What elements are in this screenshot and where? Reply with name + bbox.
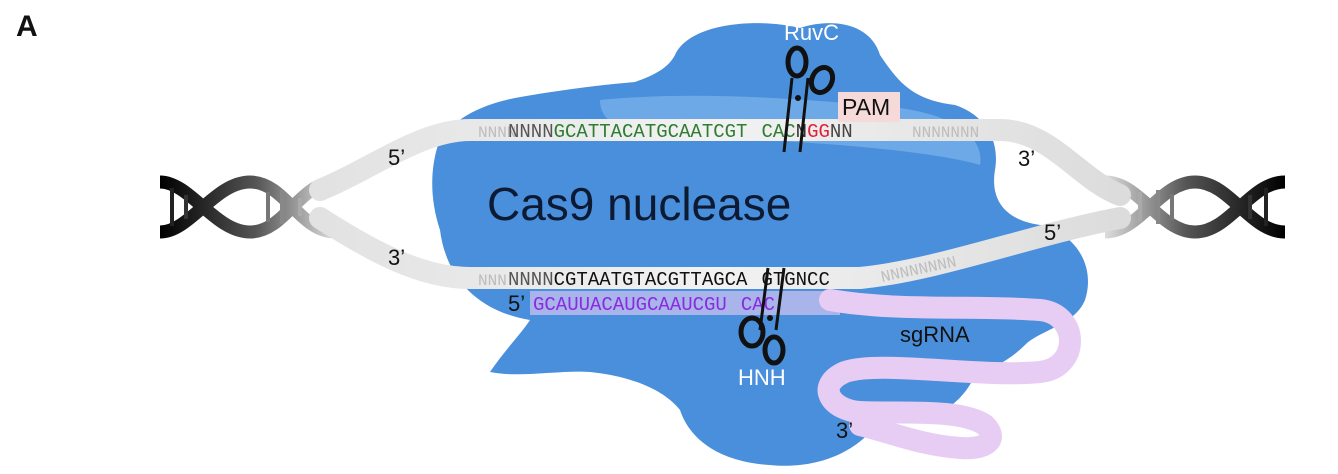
bottom-left-n: NNNN (508, 269, 554, 291)
top-pam-gg: GG (807, 121, 830, 143)
bottom-strand-sequence: NNNNCGTAATGTACGTTAGCA GTGNCC (508, 269, 830, 291)
top-strand-3prime: 3’ (1018, 146, 1035, 171)
left-dna-helix (159, 175, 336, 239)
top-left-n: NNNN (508, 121, 554, 143)
bottom-strand-5prime: 5’ (1044, 220, 1061, 245)
ruvc-label: RuvC (784, 20, 839, 45)
top-fade-n-right: NNNNNNN (912, 124, 979, 142)
hnh-label: HNH (738, 365, 786, 390)
panel-label: A (16, 10, 38, 43)
top-strand-5prime: 5’ (388, 145, 405, 170)
pam-label: PAM (842, 94, 890, 120)
sgrna-tail (817, 289, 1081, 460)
guide-3prime: 3’ (836, 418, 853, 443)
sgrna-label: sgRNA (900, 322, 970, 347)
bottom-seq: CGTAATGTACGTTAGCA (554, 269, 748, 291)
right-dna-helix (1104, 175, 1286, 239)
top-right-n: NN (830, 121, 853, 143)
bottom-fade-n-left: NNN (478, 272, 507, 290)
ruvc-scissors-icon (782, 45, 836, 153)
guide-after-cut: CAC (741, 294, 775, 316)
hnh-scissors-icon (738, 267, 786, 366)
guide-sequence: GCAUUACAUGCAAUCGU CAC (533, 294, 775, 316)
top-dna-strand (309, 119, 1131, 206)
guide-seq: GCAUUACAUGCAAUCGU (533, 294, 727, 316)
pam-box (838, 92, 900, 122)
guide-band (530, 291, 840, 315)
protein-label: Cas9 nuclease (487, 178, 791, 230)
bottom-after-cut: GTGNCC (761, 269, 829, 291)
top-fade-n-left: NNNN (478, 124, 516, 142)
top-target-seq: GCATTACATGCAATCGT (554, 121, 748, 143)
bottom-dna-strand (309, 207, 1131, 289)
bottom-strand-3prime: 3’ (388, 245, 405, 270)
top-after-cut: CAC (761, 121, 795, 143)
guide-5prime: 5’ (508, 291, 525, 316)
